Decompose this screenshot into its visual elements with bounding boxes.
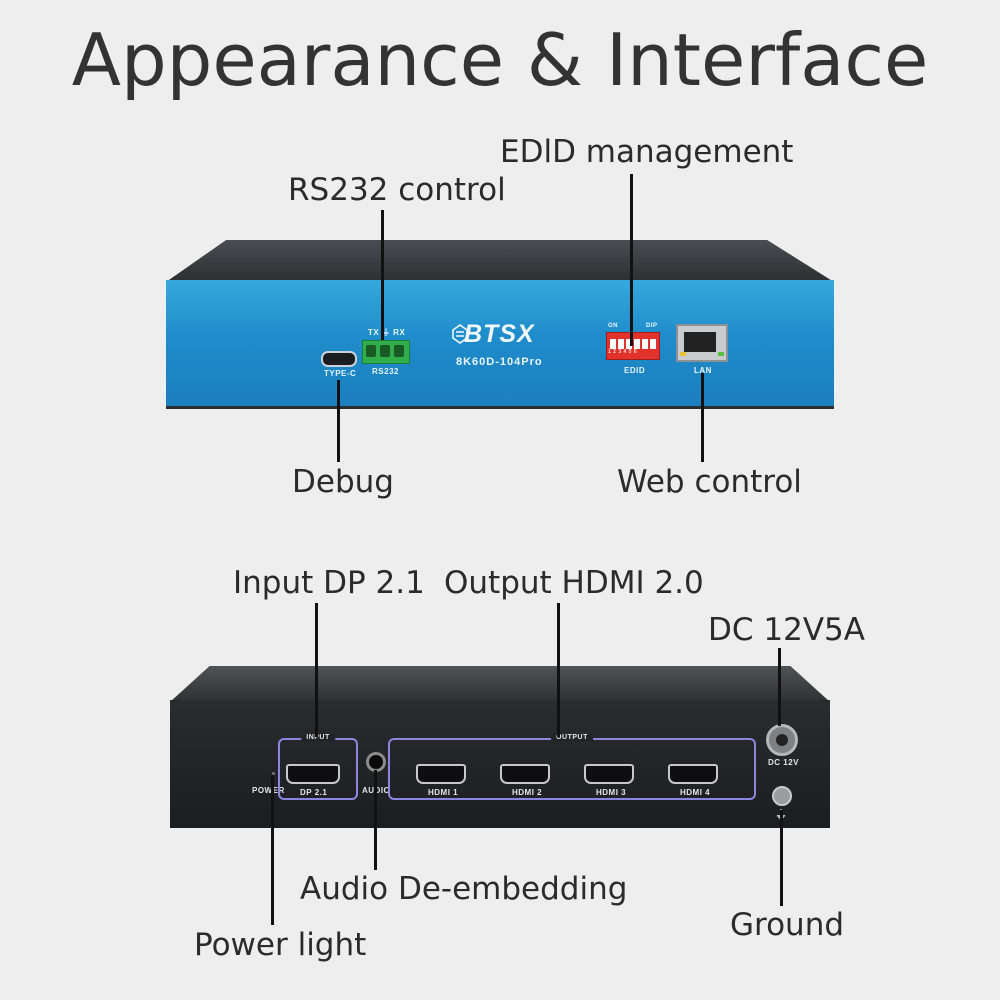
dip-on-label: ON xyxy=(608,323,618,329)
hdmi-label-3: HDMI 3 xyxy=(596,788,627,797)
page-title: Appearance & Interface xyxy=(71,18,929,102)
callout-edid-management: EDlD management xyxy=(500,134,794,170)
rs232-terminal-block xyxy=(362,340,410,364)
callout-input-dp: Input DP 2.1 xyxy=(233,565,425,601)
edid-callout-line xyxy=(630,174,633,346)
output-callout-line xyxy=(557,603,560,737)
hdmi-port-4 xyxy=(668,764,718,784)
callout-audio: Audio De-embedding xyxy=(300,871,628,907)
model-number: 8K60D-104Pro xyxy=(456,356,543,368)
rear-device-top xyxy=(170,666,830,702)
hdmi-label-4: HDMI 4 xyxy=(680,788,711,797)
output-box-label: OUTPUT xyxy=(551,734,593,741)
hdmi-port-1 xyxy=(416,764,466,784)
ground-screw xyxy=(772,786,792,806)
front-device-top xyxy=(166,240,834,282)
debug-callout-line xyxy=(337,380,340,462)
rear-device-panel: POWER INPUT DP 2.1 AUDIO OUTPUT HDMI 1 H… xyxy=(170,700,830,828)
type-c-port xyxy=(321,351,357,367)
input-callout-line xyxy=(315,603,318,737)
ground-callout-line xyxy=(780,810,783,906)
type-c-label: TYPE-C xyxy=(324,369,357,378)
hdmi-port-3 xyxy=(584,764,634,784)
audio-callout-line xyxy=(374,770,377,870)
front-device-panel: TYPE-C TX ⏚ RX RS232 BTSX 8K60D-104Pro O… xyxy=(166,280,834,409)
hdmi-label-2: HDMI 2 xyxy=(512,788,543,797)
power-callout-line xyxy=(271,775,274,925)
lan-label: LAN xyxy=(694,366,712,375)
callout-ground: Ground xyxy=(730,907,845,943)
dip-numbers: 1 2 3 4 5 6 xyxy=(608,349,638,355)
dp-label: DP 2.1 xyxy=(300,788,328,797)
input-box-label: INPUT xyxy=(301,734,335,741)
brand-logo-icon xyxy=(452,324,468,344)
dc-label: DC 12V xyxy=(768,758,800,767)
web-callout-line xyxy=(701,373,704,462)
callout-rs232-control: RS232 control xyxy=(288,172,506,208)
dc-power-connector xyxy=(766,724,798,756)
rs232-label: RS232 xyxy=(372,367,399,376)
output-port-group: OUTPUT xyxy=(388,734,756,800)
rs232-top-label: TX ⏚ RX xyxy=(368,328,406,337)
callout-debug: Debug xyxy=(292,464,394,500)
edid-dip-switch xyxy=(606,332,660,360)
callout-dc: DC 12V5A xyxy=(708,612,865,648)
dip-dip-label: DIP xyxy=(646,323,658,329)
brand-logo: BTSX xyxy=(464,320,535,348)
callout-output-hdmi: Output HDMI 2.0 xyxy=(444,565,704,601)
input-port-group: INPUT xyxy=(278,734,358,800)
callout-power-light: Power light xyxy=(194,927,367,963)
power-label: POWER xyxy=(252,786,285,795)
hdmi-port-2 xyxy=(500,764,550,784)
lan-port xyxy=(676,324,728,362)
hdmi-label-1: HDMI 1 xyxy=(428,788,459,797)
audio-jack xyxy=(366,752,386,772)
power-led xyxy=(272,772,275,775)
dp-port xyxy=(286,764,340,784)
edid-label: EDID xyxy=(624,366,646,375)
rs232-callout-line xyxy=(381,210,384,340)
callout-web-control: Web control xyxy=(617,464,802,500)
dc-callout-line xyxy=(778,648,781,726)
